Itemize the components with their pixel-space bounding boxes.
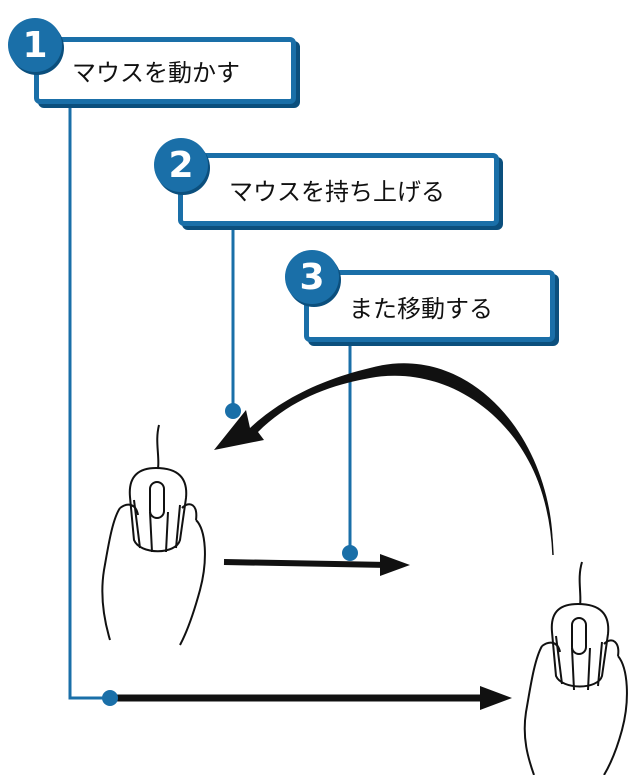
step-2-label: マウスを持ち上げる bbox=[229, 178, 445, 206]
step-3-callout: また移動する bbox=[304, 270, 555, 342]
step-3-number-badge: 3 bbox=[285, 250, 339, 304]
leader-line-step-1 bbox=[68, 104, 110, 700]
step-1-label: マウスを動かす bbox=[72, 59, 240, 87]
mouse-in-hand-icon-right bbox=[523, 561, 628, 775]
anchor-dot-step-1 bbox=[102, 690, 118, 706]
mouse-in-hand-icon-left bbox=[101, 424, 206, 646]
move-again-arrow-icon bbox=[223, 554, 410, 576]
move-arrow-icon bbox=[110, 686, 512, 710]
step-1-callout: マウスを動かす bbox=[34, 37, 296, 104]
step-2-callout: マウスを持ち上げる bbox=[178, 153, 499, 226]
step-1-number-badge: 1 bbox=[8, 18, 62, 72]
anchor-dot-step-3 bbox=[342, 545, 358, 561]
curved-arrow-icon bbox=[214, 363, 554, 556]
step-2-number-badge: 2 bbox=[154, 138, 208, 192]
anchor-dot-step-2 bbox=[225, 403, 241, 419]
step-3-label: また移動する bbox=[349, 294, 493, 323]
